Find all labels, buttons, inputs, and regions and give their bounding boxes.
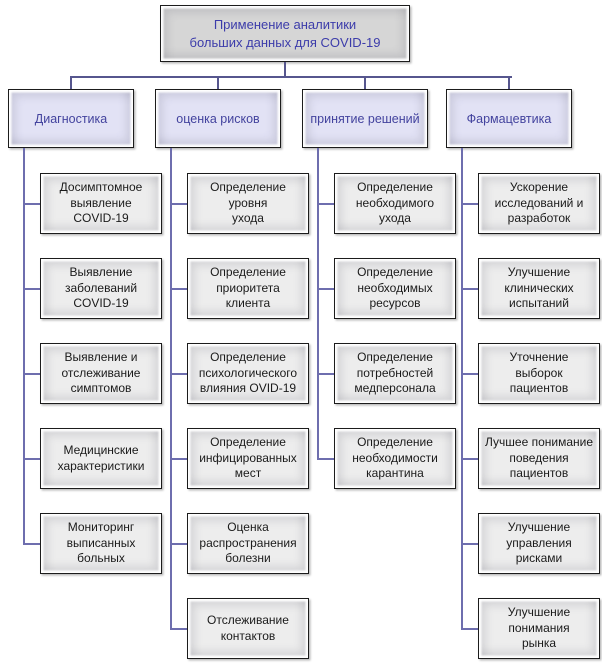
item-box-4-6: Улучшение понимания рынка <box>478 598 600 659</box>
connector-stub <box>317 203 334 205</box>
item-box-4-5: Улучшение управления рисками <box>478 513 600 574</box>
connector-root-stem <box>284 62 286 77</box>
item-label: Уточнение выборок пациентов <box>509 350 569 396</box>
item-label: Отслеживание контактов <box>207 613 289 643</box>
column-header-3: принятие решений <box>302 89 428 148</box>
connector-stub <box>461 373 478 375</box>
connector-stub <box>461 628 478 630</box>
item-box-3-2: Определение необходимых ресурсов <box>334 258 456 319</box>
item-box-4-4: Лучшее понимание поведения пациентов <box>478 428 600 489</box>
connector-header-stem-4 <box>508 76 510 90</box>
item-label: Лучшее понимание поведения пациентов <box>485 435 593 481</box>
item-box-1-2: Выявление заболеваний COVID-19 <box>40 258 162 319</box>
item-box-4-3: Уточнение выборок пациентов <box>478 343 600 404</box>
item-label: Улучшение управления рисками <box>506 520 572 566</box>
item-label: Определение психологического влияния OVI… <box>198 350 298 396</box>
connector-stub <box>170 373 187 375</box>
item-box-2-3: Определение психологического влияния OVI… <box>187 343 309 404</box>
item-label: Определение приоритета клиента <box>210 265 286 311</box>
connector-stub <box>170 203 187 205</box>
item-box-1-1: Досимптомное выявление COVID-19 <box>40 173 162 234</box>
item-label: Мониторинг выписанных больных <box>66 520 136 566</box>
connector-header-stem-2 <box>217 76 219 90</box>
item-label: Определение необходимого ухода <box>355 180 435 226</box>
connector-stub <box>23 288 40 290</box>
item-box-4-2: Улучшение клинических испытаний <box>478 258 600 319</box>
connector-trunk-4 <box>461 148 463 630</box>
item-label: Улучшение понимания рынка <box>507 605 571 651</box>
connector-trunk-3 <box>317 148 319 460</box>
connector-stub <box>23 543 40 545</box>
connector-header-stem-3 <box>364 76 366 90</box>
connector-stub <box>317 288 334 290</box>
item-box-2-5: Оценка распространения болезни <box>187 513 309 574</box>
item-box-2-1: Определение уровня ухода <box>187 173 309 234</box>
item-label: Определение необходимых ресурсов <box>357 265 433 311</box>
connector-trunk-2 <box>170 148 172 630</box>
item-box-3-3: Определение потребностей медперсонала <box>334 343 456 404</box>
item-box-3-4: Определение необходимости карантина <box>334 428 456 489</box>
item-box-1-3: Выявление и отслеживание симптомов <box>40 343 162 404</box>
item-box-2-6: Отслеживание контактов <box>187 598 309 659</box>
connector-header-stem-1 <box>70 76 72 90</box>
item-box-1-5: Мониторинг выписанных больных <box>40 513 162 574</box>
connector-distribution-line <box>70 76 512 78</box>
connector-stub <box>461 203 478 205</box>
root-node-title: Применение аналитики больших данных для … <box>160 5 410 62</box>
connector-stub <box>170 628 187 630</box>
connector-stub <box>317 458 334 460</box>
connector-stub <box>461 458 478 460</box>
item-label: Досимптомное выявление COVID-19 <box>59 180 143 226</box>
item-label: Определение уровня ухода <box>210 180 286 226</box>
item-label: Определение инфицированных мест <box>199 435 297 481</box>
connector-stub <box>461 543 478 545</box>
connector-stub <box>23 458 40 460</box>
item-label: Улучшение клинических испытаний <box>504 265 574 311</box>
connector-stub <box>461 288 478 290</box>
item-label: Ускорение исследований и разработок <box>494 180 584 226</box>
item-box-2-4: Определение инфицированных мест <box>187 428 309 489</box>
connector-stub <box>23 203 40 205</box>
item-label: Выявление и отслеживание симптомов <box>61 350 141 396</box>
item-label: Оценка распространения болезни <box>199 520 297 566</box>
item-box-2-2: Определение приоритета клиента <box>187 258 309 319</box>
item-box-3-1: Определение необходимого ухода <box>334 173 456 234</box>
connector-trunk-1 <box>23 148 25 545</box>
connector-stub <box>170 288 187 290</box>
connector-stub <box>170 458 187 460</box>
column-header-1: Диагностика <box>8 89 134 148</box>
item-label: Выявление заболеваний COVID-19 <box>64 265 138 311</box>
connector-stub <box>317 373 334 375</box>
item-box-1-4: Медицинские характеристики <box>40 428 162 489</box>
column-header-4: Фармацевтика <box>446 89 572 148</box>
connector-stub <box>23 373 40 375</box>
item-label: Определение необходимости карантина <box>352 435 438 481</box>
connector-stub <box>170 543 187 545</box>
item-label: Медицинские характеристики <box>57 443 145 473</box>
column-header-2: оценка рисков <box>155 89 281 148</box>
item-box-4-1: Ускорение исследований и разработок <box>478 173 600 234</box>
item-label: Определение потребностей медперсонала <box>354 350 436 396</box>
